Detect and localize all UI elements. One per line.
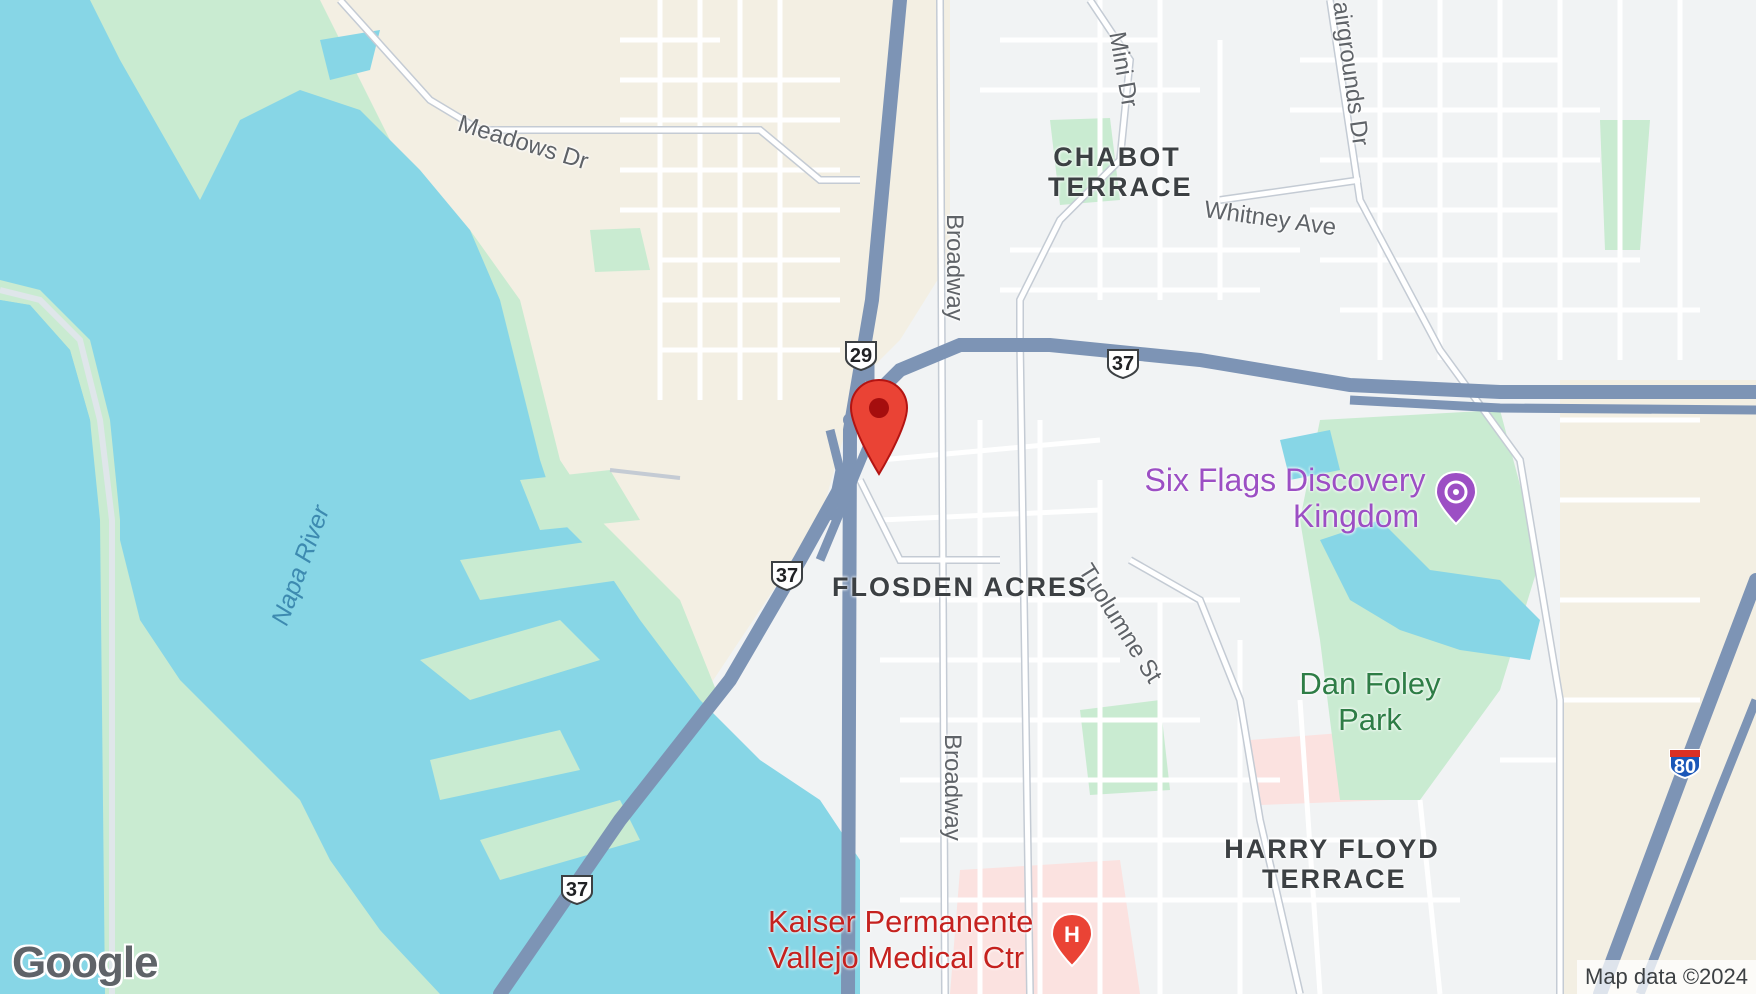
google-logo: Google <box>12 938 159 987</box>
highway-shield-29: 29 <box>842 340 880 372</box>
neighborhood-label-harry-floyd: HARRY FLOYD <box>1224 834 1440 864</box>
map-attribution[interactable]: Map data ©2024 <box>1577 960 1756 994</box>
amusement-park-icon[interactable] <box>1432 470 1480 526</box>
hospital-icon[interactable]: H <box>1048 912 1096 968</box>
poi-label-vallejo-medical-ctr[interactable]: Vallejo Medical Ctr <box>768 940 1025 975</box>
park-label-dan-foley-park[interactable]: Park <box>1338 702 1402 737</box>
street-label-broadway-north: Broadway <box>941 214 968 321</box>
svg-text:H: H <box>1064 922 1080 947</box>
poi-label-kaiser-permanente[interactable]: Kaiser Permanente <box>768 904 1034 939</box>
location-pin-icon[interactable] <box>848 378 910 476</box>
highway-shield-37-south: 37 <box>558 874 596 906</box>
street-label-broadway-south: Broadway <box>939 734 966 841</box>
neighborhood-label-flosden-acres: FLOSDEN ACRES <box>832 572 1089 602</box>
neighborhood-label-chabot-terrace: TERRACE <box>1048 172 1193 202</box>
park-label-dan-foley[interactable]: Dan Foley <box>1299 666 1441 701</box>
highway-shield-37-mid: 37 <box>768 560 806 592</box>
poi-label-six-flags[interactable]: Six Flags Discovery <box>1144 462 1426 498</box>
highway-shield-37-east: 37 <box>1104 348 1142 380</box>
poi-label-six-flags-kingdom[interactable]: Kingdom <box>1292 498 1420 534</box>
neighborhood-label-chabot: CHABOT <box>1053 142 1181 172</box>
neighborhood-label-harry-floyd-terrace: TERRACE <box>1262 864 1407 894</box>
interstate-shield-80: 80 <box>1666 748 1704 780</box>
